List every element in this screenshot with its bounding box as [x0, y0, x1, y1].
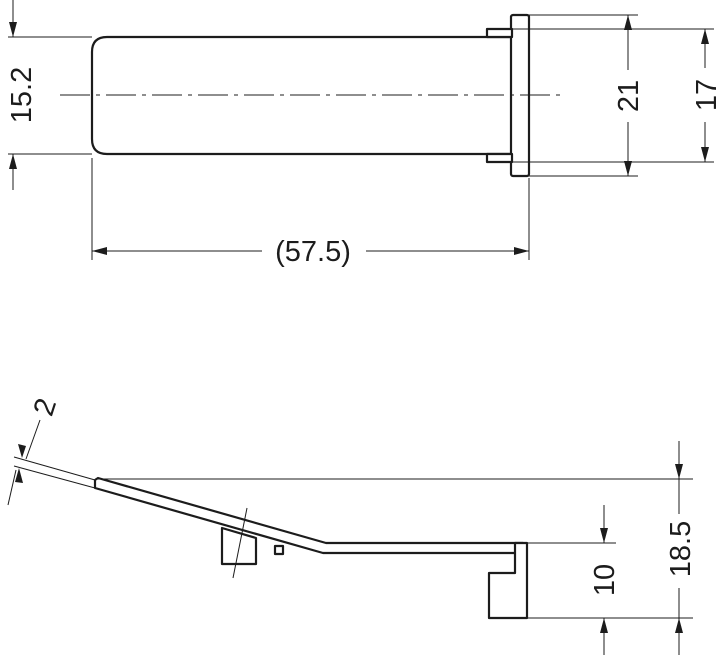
top-view: 15.2 (57.5) 21 17: [6, 0, 720, 268]
dimension-2: 2: [7, 395, 96, 506]
thickness-marker: [232, 507, 248, 579]
dimension-18-5: 18.5: [665, 441, 697, 655]
dimension-label-10: 10: [589, 564, 621, 596]
side-view: 2 10 18.5: [7, 395, 697, 655]
dimension-label-17: 17: [691, 79, 720, 111]
dimension-label-15-2: 15.2: [6, 67, 38, 123]
dimension-label-57-5: (57.5): [275, 236, 351, 268]
dimension-label-18-5: 18.5: [665, 521, 697, 577]
side-view-pin: [273, 544, 285, 556]
top-view-tab-lower: [485, 152, 514, 164]
dimension-57-5: (57.5): [92, 236, 529, 268]
side-view-hook: [487, 541, 529, 620]
dimension-15-2: 15.2: [6, 0, 38, 190]
dimension-label-21: 21: [613, 80, 645, 112]
dimension-label-2: 2: [28, 395, 63, 420]
top-view-tab-upper: [485, 27, 514, 39]
dimension-17: 17: [691, 29, 720, 162]
side-view-plate: [93, 476, 525, 555]
dimension-10: 10: [589, 505, 621, 655]
dimension-21: 21: [613, 15, 645, 176]
